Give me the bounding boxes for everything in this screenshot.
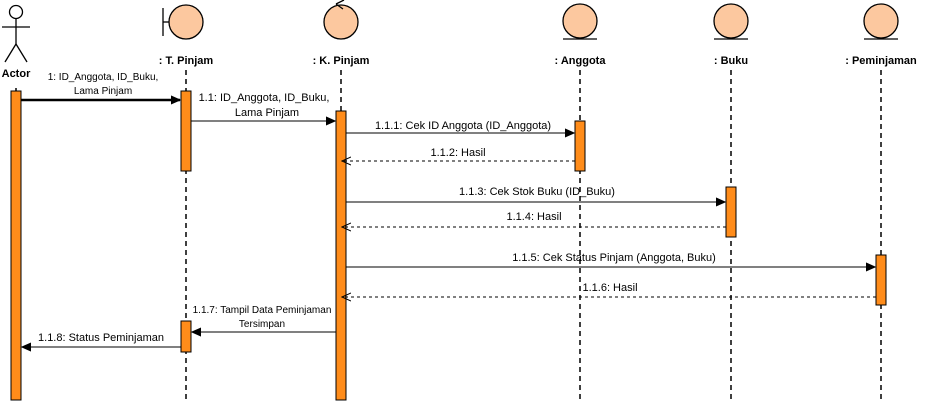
message-label-m118: 1.1.8: Status Peminjaman [38, 332, 164, 344]
participant-label-kpinjam: : K. Pinjam [313, 55, 370, 67]
activation-tpinjam-2 [180, 320, 192, 353]
activation-peminjaman [875, 254, 887, 306]
activation-kpinjam [335, 110, 347, 401]
message-label-m116: 1.1.6: Hasil [582, 282, 637, 294]
participant-label-anggota: : Anggota [555, 55, 607, 67]
activation-anggota [574, 120, 586, 172]
activation-tpinjam-1 [180, 90, 192, 172]
actor-icon [2, 4, 30, 63]
message-label-m11: 1.1: ID_Anggota, ID_Buku, [199, 92, 330, 104]
message-label-m112: 1.1.2: Hasil [430, 147, 485, 159]
entity-icon [562, 3, 598, 40]
message-label-m113: 1.1.3: Cek Stok Buku (ID_Buku) [459, 186, 615, 198]
message-label-m115: 1.1.5: Cek Status Pinjam (Anggota, Buku) [512, 252, 716, 264]
message-label-m114: 1.1.4: Hasil [506, 211, 561, 223]
message-label-m117: 1.1.7: Tampil Data Peminjaman [193, 305, 332, 316]
participant-label-buku: : Buku [714, 55, 748, 67]
boundary-icon [162, 4, 204, 40]
activation-actor [10, 90, 22, 401]
control-icon [323, 0, 359, 40]
activation-buku [725, 186, 737, 238]
message-label-m117: Tersimpan [239, 319, 285, 330]
entity-icon [713, 3, 749, 40]
message-label-m111: 1.1.1: Cek ID Anggota (ID_Anggota) [375, 120, 551, 132]
message-label-m1: Lama Pinjam [74, 86, 132, 97]
participant-label-actor: Actor [2, 68, 31, 80]
participant-label-peminjaman: : Peminjaman [845, 55, 917, 67]
message-label-m1: 1: ID_Anggota, ID_Buku, [48, 72, 159, 83]
message-label-m11: Lama Pinjam [235, 107, 299, 119]
participant-label-tpinjam: : T. Pinjam [159, 55, 214, 67]
entity-icon [863, 3, 899, 40]
